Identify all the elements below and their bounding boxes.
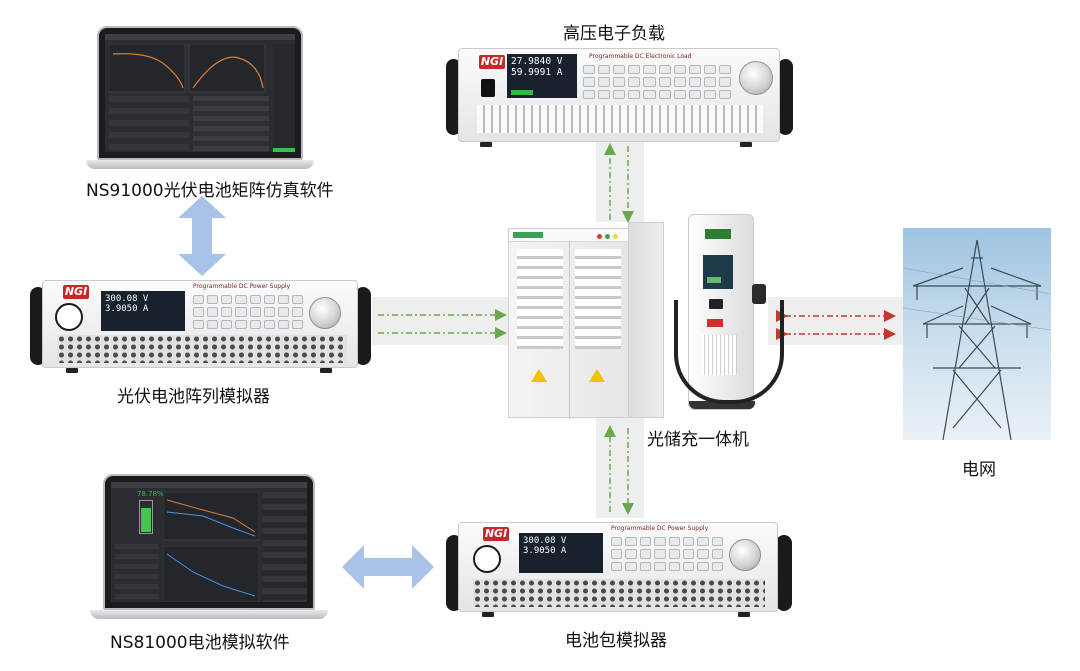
pv-simulator-grille [57,335,347,363]
soc-text: 78.78% [137,490,164,498]
label-battery-simulator: 电池包模拟器 [565,631,667,651]
cabinet-vents-left [517,249,563,349]
model-strip: Programmable DC Power Supply [611,525,709,532]
adjust-knob[interactable] [729,539,761,571]
storage-cabinet [508,228,630,419]
right-handle [776,535,792,611]
battery-icon [139,500,153,534]
voltage-reading: 300.08 V [105,294,149,304]
laptop-screen: 78.78% [103,474,315,610]
power-knob[interactable] [473,545,501,573]
label-battery-software: NS81000电池模拟软件 [110,633,290,653]
storage-cabinet-side [628,222,664,418]
current-reading: 3.9050 A [105,304,149,315]
hv-load-keypad[interactable] [583,65,731,99]
power-tower-photo [903,228,1051,440]
battery-simulator-keypad[interactable] [611,537,723,571]
battery-curve-chart [163,492,259,541]
voltage-reading: 27.9840 V [511,56,563,67]
label-pv-simulator: 光伏电池阵列模拟器 [117,387,270,407]
right-handle [778,59,793,135]
battery-simulator-grille [473,579,765,607]
label-hv-load: 高压电子负载 [563,24,665,44]
pv-software-ui [105,34,295,152]
adjust-knob[interactable] [309,297,341,329]
voltage-reading: 300.08 V [523,536,567,546]
battery-simulator-panel: NGI 300.08 V 3.9050 A Programmable DC Po… [458,522,778,612]
laptop-screen [97,26,303,160]
warning-icon [531,369,547,382]
label-grid: 电网 [962,460,996,480]
current-reading: 3.9050 A [523,546,567,557]
battery-curve-chart-2 [163,546,259,602]
blue-arrow-vertical [178,196,226,276]
brand-logo: NGI [63,285,89,299]
cabinet-vents-right [575,249,621,349]
pv-simulator-panel: NGI 300.08 V 3.9050 A Programmable DC Po… [42,280,358,368]
cabinet-logo [513,232,543,238]
battery-simulator-display: 300.08 V 3.9050 A [519,533,603,573]
right-handle [355,287,371,365]
charger-logo [705,229,731,239]
laptop-base [86,160,314,169]
tower-icon [903,239,1051,440]
hv-load-panel: NGI 27.9840 V 59.9991 A Programmable DC … [458,48,780,142]
blue-arrow-horizontal [342,545,434,589]
label-storage-charger: 光储充一体机 [647,430,749,450]
brand-logo: NGI [483,527,509,541]
hv-load-vent [477,105,763,133]
model-strip: Programmable DC Power Supply [193,283,291,290]
hv-load-display: 27.9840 V 59.9991 A [507,54,577,98]
battery-software-ui: 78.78% [111,482,307,602]
label-pv-software: NS91000光伏电池矩阵仿真软件 [86,181,334,201]
pv-simulator-keypad[interactable] [193,295,303,329]
pv-curve-chart [109,44,266,93]
band-left [372,297,512,345]
warning-icon [589,369,605,382]
power-knob[interactable] [55,303,83,331]
adjust-knob[interactable] [739,61,773,95]
pv-simulator-display: 300.08 V 3.9050 A [101,291,185,331]
model-strip: Programmable DC Electronic Load [589,53,692,60]
brand-logo: NGI [479,55,505,69]
current-reading: 59.9991 A [511,66,563,78]
laptop-base [90,610,328,619]
power-switch[interactable] [481,79,495,97]
charger-screen [703,255,733,289]
left-handle [446,59,461,135]
charger-cable [674,300,784,404]
charger-plug [752,284,766,304]
